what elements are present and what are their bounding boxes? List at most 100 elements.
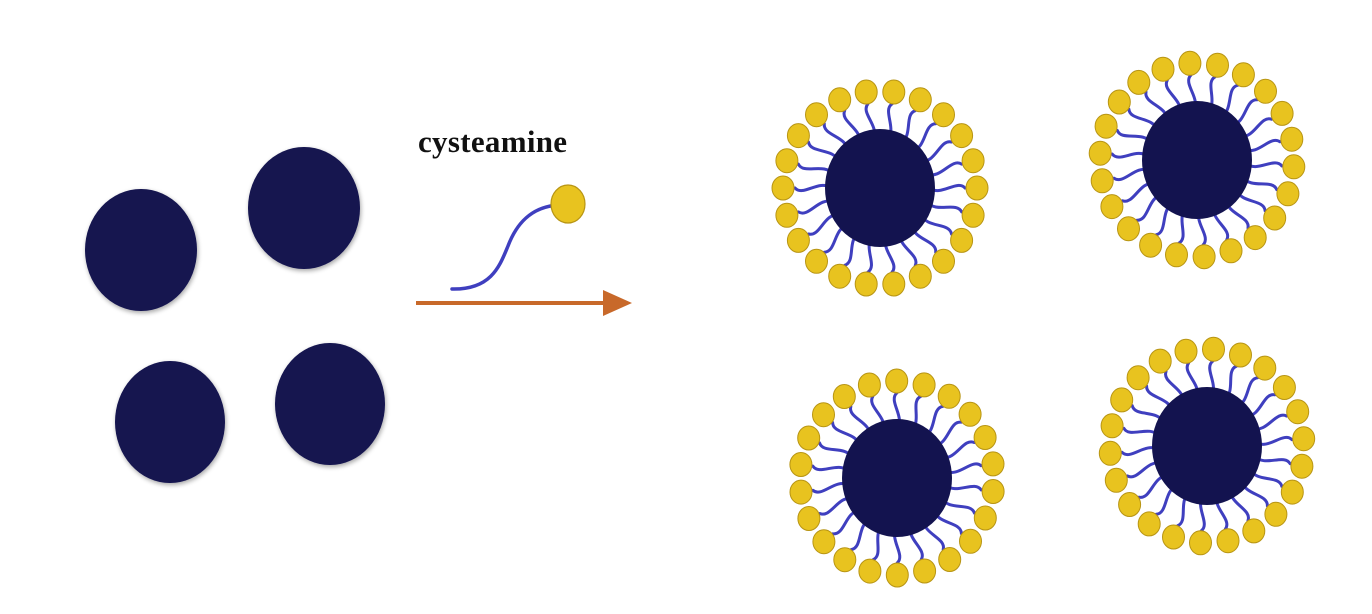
ligand-head — [1094, 113, 1118, 139]
ligand-head — [973, 425, 997, 450]
ligand-head — [1139, 232, 1163, 258]
ligand-head — [1137, 511, 1161, 537]
ligand-head — [950, 227, 974, 253]
ligand-head — [981, 451, 1005, 477]
nanoparticle-core — [842, 419, 952, 537]
ligand-head — [1189, 530, 1212, 556]
ligand-head — [771, 175, 795, 201]
ligand-head — [938, 547, 962, 572]
ligand-head — [932, 102, 955, 128]
ligand-head — [1242, 518, 1266, 544]
ligand-head — [961, 148, 985, 174]
ligand-head — [828, 87, 852, 113]
bare-nanoparticle — [275, 343, 385, 465]
ligand-head — [937, 383, 961, 409]
nanoparticle-core — [825, 129, 935, 247]
ligand-head — [1280, 479, 1304, 505]
ligand-head — [1100, 413, 1124, 439]
ligand-head — [882, 271, 906, 297]
ligand-head — [1178, 50, 1202, 76]
ligand-head — [961, 202, 985, 228]
ligand-head — [858, 558, 882, 584]
ligand-head — [1264, 501, 1288, 527]
ligand-head — [1206, 52, 1229, 78]
ligand-head — [857, 372, 881, 398]
ligand-head — [1110, 387, 1134, 413]
ligand-head — [812, 529, 836, 555]
ligand-head — [797, 506, 821, 531]
ligand-head — [1243, 225, 1267, 251]
ligand-head — [1282, 154, 1306, 180]
ligand-head — [805, 248, 828, 274]
ligand-head — [1216, 528, 1240, 554]
ligand-head — [833, 547, 857, 573]
ligand-head — [775, 202, 799, 228]
ligand-head — [1202, 336, 1225, 362]
ligand-head — [885, 562, 909, 588]
ligand-head — [1229, 342, 1252, 368]
ligand-head — [1263, 205, 1287, 231]
functionalized-nanoparticles — [771, 50, 1316, 588]
ligand-head — [1286, 399, 1310, 425]
ligand-head — [805, 102, 828, 128]
ligand-head — [950, 123, 974, 149]
cysteamine-head — [550, 184, 586, 224]
ligand-head — [1292, 426, 1316, 452]
ligand-head — [812, 402, 835, 428]
ligand-head — [1174, 338, 1198, 364]
ligand-head — [797, 425, 821, 451]
ligand-head — [882, 79, 906, 105]
ligand-head — [854, 271, 878, 297]
ligand-head — [932, 248, 955, 274]
ligand-head — [1165, 242, 1188, 268]
reaction-arrow — [416, 290, 632, 316]
reagent-label: cysteamine — [418, 124, 568, 159]
ligand-head — [965, 175, 989, 201]
functionalized-nanoparticle — [789, 368, 1005, 588]
ligand-head — [1290, 453, 1314, 479]
ligand-head — [1090, 168, 1114, 194]
functionalized-nanoparticle — [1098, 336, 1316, 556]
ligand-head — [1192, 244, 1216, 270]
bare-nanoparticle — [248, 147, 360, 269]
ligand-head — [1272, 375, 1296, 400]
ligand-head — [913, 558, 937, 584]
ligand-head — [1162, 524, 1185, 550]
ligand-head — [1253, 355, 1277, 381]
ligand-head — [1276, 181, 1300, 207]
ligand-head — [1127, 69, 1151, 95]
arrow-head — [603, 290, 632, 316]
ligand-head — [1100, 194, 1124, 220]
ligand-head — [1126, 365, 1150, 391]
ligand-head — [1151, 56, 1175, 82]
ligand-head — [1270, 100, 1294, 126]
ligand-head — [1104, 467, 1128, 493]
ligand-head — [1231, 62, 1255, 88]
ligand-head — [775, 148, 799, 174]
ligand-head — [854, 79, 878, 105]
ligand-head — [789, 479, 813, 505]
functionalized-nanoparticle — [1088, 50, 1306, 270]
ligand-head — [908, 263, 932, 289]
ligand-head — [786, 227, 810, 253]
ligand-head — [885, 368, 909, 394]
ligand-head — [981, 479, 1005, 504]
ligand-head — [912, 372, 936, 398]
bare-nanoparticle — [85, 189, 197, 311]
ligand-head — [789, 452, 813, 477]
ligand-head — [908, 87, 932, 113]
bare-nanoparticle — [115, 361, 225, 483]
ligand-head — [1118, 492, 1142, 517]
cysteamine-molecule — [450, 184, 586, 291]
ligand-head — [1117, 216, 1140, 242]
cysteamine-chain — [450, 203, 560, 291]
ligand-head — [1098, 440, 1122, 466]
ligand-head — [1107, 89, 1131, 115]
functionalized-nanoparticle — [771, 79, 989, 297]
ligand-head — [1148, 348, 1172, 374]
ligand-head — [973, 505, 997, 531]
ligand-head — [959, 528, 982, 554]
ligand-head — [828, 263, 852, 289]
nanoparticle-core — [1152, 387, 1262, 505]
